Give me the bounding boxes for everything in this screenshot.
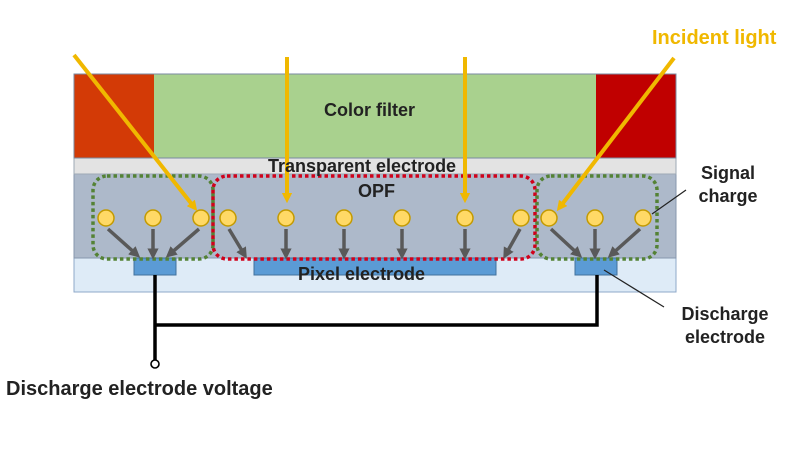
pixel-electrode bbox=[253, 257, 497, 276]
incident-light-rays bbox=[72, 53, 676, 212]
color-filter-label: Color filter bbox=[324, 100, 416, 120]
signal-charge-group-center bbox=[211, 174, 537, 261]
pixel-electrode-label: Pixel electrode bbox=[298, 264, 426, 284]
charge-drift-arrows bbox=[106, 227, 642, 260]
green-filter bbox=[154, 74, 596, 158]
red-filter-left bbox=[74, 74, 154, 158]
opf-label: OPF bbox=[358, 181, 396, 201]
discharge-electrode-label: Discharge electrode bbox=[681, 304, 769, 347]
discharge-electrode-voltage-label: Discharge electrode voltage bbox=[6, 378, 273, 400]
signal-charge-leader bbox=[651, 189, 687, 215]
discharge-wiring-bus bbox=[155, 275, 599, 327]
filter-outline bbox=[73, 73, 677, 159]
voltage-terminal bbox=[150, 359, 160, 369]
signal-charges bbox=[97, 209, 652, 227]
incident-light-label: Incident light bbox=[652, 27, 777, 49]
transparent-electrode-label: Transparent electrode bbox=[268, 156, 457, 176]
signal-charge-label: Signal charge bbox=[698, 163, 758, 206]
discharge-electrode-leader bbox=[603, 269, 665, 308]
